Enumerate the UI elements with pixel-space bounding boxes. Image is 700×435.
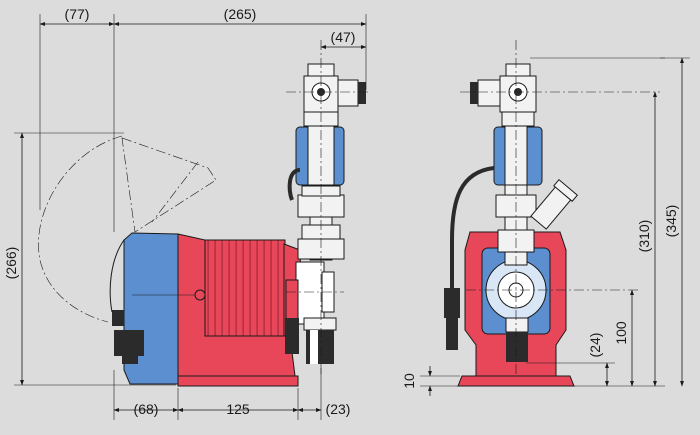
bypass-valve: [530, 179, 579, 230]
dim-bottom-front: (23): [326, 401, 351, 417]
dim-right-h24: (24): [587, 333, 603, 358]
dim-right-h345: (345): [663, 205, 679, 238]
dim-right-h100: 100: [613, 321, 629, 345]
pump-head: [295, 261, 325, 325]
side-view: [38, 40, 370, 387]
dimension-labels: (77) (265) (47) (266) (68) 125 (23) 10 (…: [3, 6, 679, 417]
dim-top-valve-offset: (47): [331, 29, 356, 45]
dim-top-total-length: (265): [224, 6, 257, 22]
base-plate: [177, 375, 299, 387]
dim-bottom-base: 125: [226, 401, 250, 417]
front-base: [457, 375, 575, 387]
dimension-lines: [14, 14, 690, 420]
dim-right-h310: (310): [636, 220, 652, 253]
dim-left-height: (266): [3, 247, 19, 280]
front-view: [444, 40, 660, 387]
motor-fins: [204, 239, 286, 338]
dim-right-h10: 10: [401, 373, 417, 389]
cable: [287, 168, 301, 201]
connector-plug: [114, 330, 144, 356]
cover-swing-arc: [38, 135, 123, 323]
connector: [112, 310, 124, 326]
suction-fitting-front: [506, 332, 528, 362]
dim-bottom-rear: (68): [134, 401, 159, 417]
dim-top-left-overhang: (77): [65, 6, 90, 22]
cable-front: [450, 166, 495, 290]
open-cover-outline: [121, 137, 217, 233]
